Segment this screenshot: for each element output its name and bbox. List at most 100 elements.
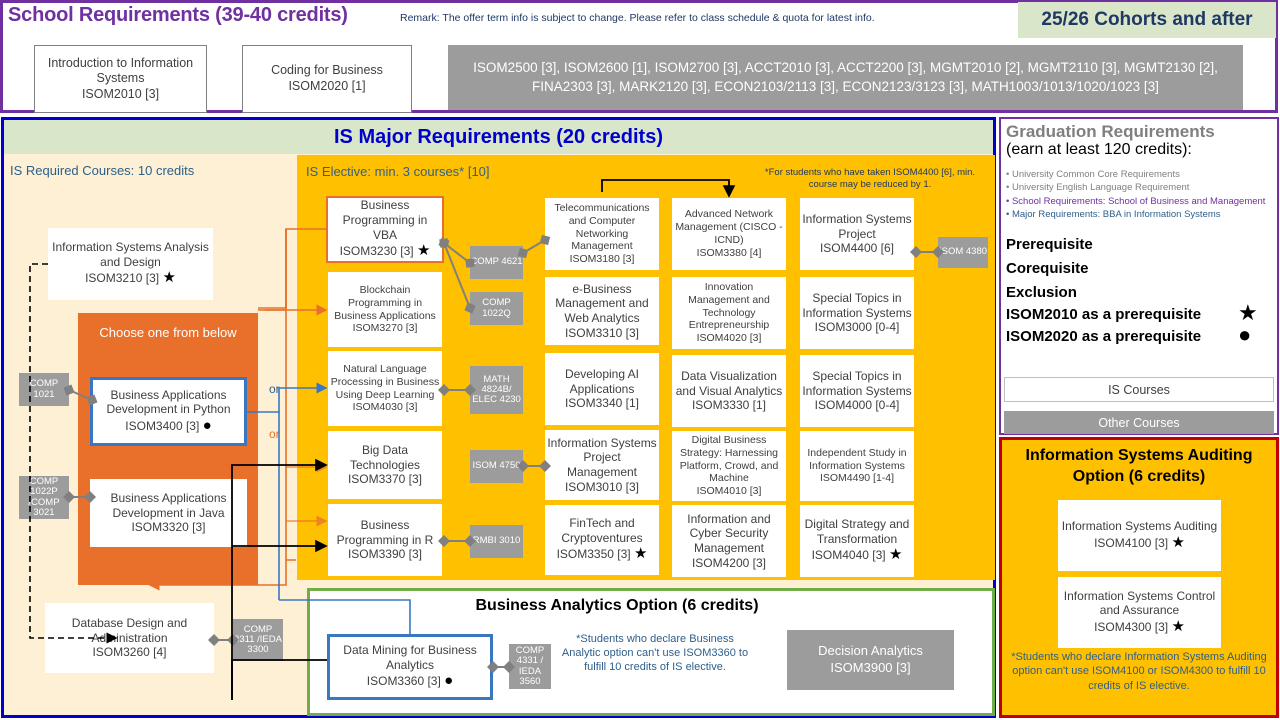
course-box-isom3350[interactable]: FinTech and Cryptoventures ISOM3350 [3] … (545, 505, 659, 575)
course-box-isom3000[interactable]: Special Topics in Information Systems IS… (800, 277, 914, 349)
star-icon: ★ (1238, 300, 1258, 325)
is-elective-footnote: *For students who have taken ISOM4400 [6… (764, 167, 976, 190)
legend-label-exclusion: Exclusion (1006, 284, 1077, 301)
course-box-isom3330[interactable]: Data Visualization and Visual Analytics … (672, 355, 786, 427)
course-box-isom4490[interactable]: Independent Study in Information Systems… (800, 431, 914, 501)
course-name: Information Systems Auditing (1061, 519, 1218, 534)
course-name: Special Topics in Information Systems (802, 291, 912, 320)
circle-icon: ● (1238, 322, 1252, 347)
legend-label-corequisite: Corequisite (1006, 260, 1089, 277)
business-analytics-title: Business Analytics Option (6 credits) (475, 597, 759, 614)
course-code: ISOM4100 [3] (1094, 535, 1169, 550)
course-box-isom4040[interactable]: Digital Strategy and Transformation ISOM… (800, 505, 914, 577)
legend-is-courses: IS Courses (1004, 377, 1274, 402)
course-code: ISOM3340 [1] (564, 396, 640, 411)
course-code: ISOM3000 [0-4] (814, 320, 900, 335)
course-code: ISOM3210 [3] (85, 271, 160, 286)
course-code: ISOM4030 [3] (352, 401, 418, 414)
course-code: ISOM4020 [3] (696, 332, 762, 345)
course-name: Advanced Network Management (CISCO - ICN… (675, 208, 783, 246)
course-box-isom3360[interactable]: Data Mining for Business Analytics ISOM3… (327, 634, 493, 700)
course-code: ISOM3320 [3] (131, 520, 206, 535)
course-name: Digital Business Strategy: Harnessing Pl… (679, 434, 779, 485)
course-name: FinTech and Cryptoventures (561, 516, 643, 545)
course-box-isom3310[interactable]: e-Business Management and Web Analytics … (545, 277, 659, 345)
is-major-title-bar: IS Major Requirements (20 credits) (4, 120, 993, 154)
star-icon: ★ (888, 546, 903, 564)
course-code: ISOM4040 [3] (811, 548, 886, 563)
course-box-isom4200[interactable]: Information and Cyber Security Managemen… (672, 505, 786, 577)
course-box-isom3230[interactable]: Business Programming in VBA ISOM3230 [3]… (326, 196, 444, 263)
course-code: ISOM3390 [3] (347, 547, 423, 562)
course-box-isom4300[interactable]: Information Systems Control and Assuranc… (1058, 577, 1221, 648)
course-code: ISOM4300 [3] (1094, 619, 1169, 634)
is-elective-label: IS Elective: min. 3 courses* [10] (306, 164, 490, 179)
course-name: Digital Strategy and Transformation (804, 517, 910, 546)
course-box-isom4010[interactable]: Digital Business Strategy: Harnessing Pl… (672, 431, 786, 501)
course-code: ISOM4010 [3] (696, 485, 762, 498)
cohort-badge: 25/26 Cohorts and after (1018, 2, 1276, 38)
star-icon: ★ (162, 269, 176, 287)
course-box-isom3340[interactable]: Developing AI Applications ISOM3340 [1] (545, 353, 659, 425)
graduation-bullets: • University Common Core Requirements • … (1006, 168, 1274, 222)
course-box-isom3400[interactable]: Business Applications Development in Pyt… (90, 377, 247, 446)
business-analytics-footnote: *Students who declare Business Analytic … (561, 633, 749, 673)
course-box-isom3210[interactable]: Information Systems Analysis and Design … (48, 228, 213, 300)
course-code: ISOM3360 [3] (366, 674, 441, 689)
page-title: School Requirements (39-40 credits) (8, 4, 348, 26)
course-name: Independent Study in Information Systems (807, 446, 907, 472)
course-box-isom3390[interactable]: Business Programming in R ISOM3390 [3] (328, 504, 442, 576)
auditing-option-title: Information Systems Auditing Option (6 c… (1025, 447, 1253, 485)
tag-comp1021: COMP 1021 (19, 373, 69, 406)
tag-isom4750: ISOM 4750 (470, 450, 523, 483)
circle-icon: ● (444, 672, 454, 690)
course-box-isom3260[interactable]: Database Design and Administration ISOM3… (45, 603, 214, 673)
tag-isom4380: ISOM 4380 (938, 237, 988, 268)
course-name: Business Applications Development in Pyt… (106, 387, 231, 417)
header-remark: Remark: The offer term info is subject t… (400, 12, 875, 24)
course-box-isom3320[interactable]: Business Applications Development in Jav… (90, 479, 247, 547)
star-icon: ★ (416, 242, 431, 260)
course-code: ISOM3350 [3] (556, 547, 631, 562)
is-required-courses-label: IS Required Courses: 10 credits (10, 163, 195, 178)
graduation-bullet-1: • University Common Core Requirements (1006, 169, 1180, 180)
course-name: Information Systems Project (802, 212, 912, 241)
graduation-subtitle: (earn at least 120 credits): (1006, 141, 1192, 158)
tag-rmbi3010: RMBI 3010 (470, 525, 523, 558)
course-name: Decision Analytics (818, 643, 923, 659)
course-code: ISOM2020 [1] (288, 79, 366, 93)
course-code: ISOM2010 [3] (81, 86, 160, 101)
tag-comp4331-ieda3560: COMP 4331 / IEDA 3560 (509, 644, 551, 689)
graduation-bullet-4: • Major Requirements: BBA in Information… (1006, 209, 1221, 221)
course-code: ISOM3900 [3] (830, 660, 911, 675)
course-box-isom2010[interactable]: Introduction to Information Systems ISOM… (34, 45, 207, 113)
other-school-courses-list: ISOM2500 [3], ISOM2600 [1], ISOM2700 [3]… (448, 45, 1243, 110)
course-box-isom3370[interactable]: Big Data Technologies ISOM3370 [3] (328, 431, 442, 499)
star-icon: ★ (1171, 617, 1185, 635)
course-name: Business Programming in VBA (342, 198, 428, 242)
course-box-isom3270[interactable]: Blockchain Programming in Business Appli… (328, 272, 442, 347)
course-box-isom4100[interactable]: Information Systems Auditing ISOM4100 [3… (1058, 500, 1221, 571)
course-name: Business Applications Development in Jav… (110, 491, 227, 520)
course-name: Database Design and Administration (71, 616, 188, 645)
course-name: Blockchain Programming in Business Appli… (334, 283, 436, 322)
course-code: ISOM3270 [3] (352, 322, 418, 335)
course-box-isom4000[interactable]: Special Topics in Information Systems IS… (800, 355, 914, 427)
course-box-isom3010[interactable]: Information Systems Project Management I… (545, 430, 659, 500)
course-box-isom3900[interactable]: Decision Analytics ISOM3900 [3] (787, 630, 954, 690)
legend-label-isom2010-prereq: ISOM2010 as a prerequisite (1006, 306, 1202, 323)
course-box-isom3380[interactable]: Advanced Network Management (CISCO - ICN… (672, 198, 786, 270)
course-box-isom3180[interactable]: Telecommunications and Computer Networki… (545, 198, 659, 270)
course-box-isom4020[interactable]: Innovation Management and Technology Ent… (672, 277, 786, 349)
course-box-isom4400[interactable]: Information Systems Project ISOM4400 [6] (800, 198, 914, 270)
tag-comp3311-ieda3300: COMP 3311 /IEDA 3300 (233, 619, 283, 661)
course-name: Business Programming in R (336, 518, 434, 547)
course-name: Information and Cyber Security Managemen… (687, 511, 771, 555)
course-code: ISOM3380 [4] (696, 246, 762, 259)
course-name: Coding for Business (271, 63, 383, 78)
course-box-isom4030[interactable]: Natural Language Processing in Business … (328, 351, 442, 426)
course-name: Innovation Management and Technology Ent… (688, 281, 770, 332)
course-box-isom2020[interactable]: Coding for Business ISOM2020 [1] (242, 45, 412, 113)
course-code: ISOM3400 [3] (125, 418, 200, 433)
or-label-1: or (269, 382, 280, 396)
